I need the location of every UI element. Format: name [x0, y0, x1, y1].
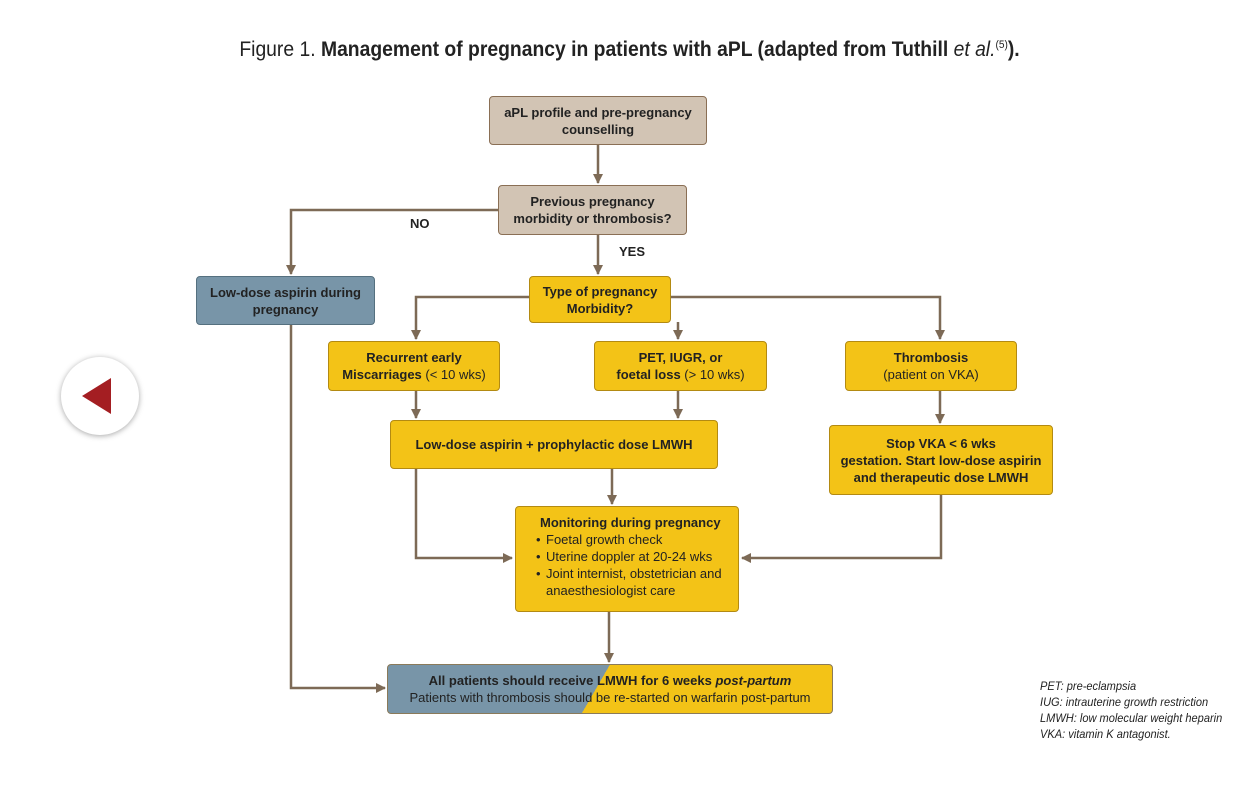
back-button[interactable] — [61, 357, 139, 435]
legend-item: PET: pre-eclampsia — [1040, 679, 1137, 693]
node-stop-vka-line1: Stop VKA < 6 wks — [886, 435, 996, 451]
legend-item: IUG: intrauterine growth restriction — [1040, 695, 1209, 709]
figure-title-etal: et al. — [953, 38, 996, 61]
node-previous-line2: morbidity or thrombosis? — [513, 211, 672, 226]
node-all-patients-postpartum: All patients should receive LMWH for 6 w… — [387, 664, 833, 714]
node-previous-morbidity: Previous pregnancy morbidity or thrombos… — [498, 185, 687, 235]
figure-title-ref: (5) — [995, 39, 1008, 51]
figure-title-main: Management of pregnancy in patients with… — [320, 38, 954, 61]
node-aspirin-lmwh-text: Low-dose aspirin + prophylactic dose LMW… — [415, 437, 693, 452]
figure-title-suffix: ). — [1007, 38, 1020, 61]
monitoring-item-continuation: anaesthesiologist care — [546, 583, 676, 598]
monitoring-list: Foetal growth check Uterine doppler at 2… — [536, 531, 722, 582]
node-stop-vka: Stop VKA < 6 wks gestation. Start low-do… — [829, 425, 1053, 495]
node-monitoring: Monitoring during pregnancy Foetal growt… — [515, 506, 739, 612]
node-stop-vka-line2: gestation. Start low-dose aspirin — [840, 452, 1042, 468]
connector-type-thrombosis — [670, 295, 945, 340]
node-thrombosis: Thrombosis (patient on VKA) — [845, 341, 1017, 391]
node-pet-line2-rest: (> 10 wks) — [680, 367, 745, 382]
node-recurrent-line1: Recurrent early — [366, 350, 462, 365]
node-thrombosis-line1: Thrombosis — [893, 350, 969, 365]
node-type-of-morbidity: Type of pregnancy Morbidity? — [529, 276, 671, 323]
connector-aspirin-monitoring-left — [414, 468, 513, 563]
node-apl-profile-line2: counselling — [561, 121, 635, 137]
legend-item: VKA: vitamin K antagonist. — [1040, 727, 1171, 741]
figure-title-prefix: Figure 1. — [239, 38, 321, 61]
connector-stopvka-monitoring — [741, 494, 943, 563]
legend-item: LMWH: low molecular weight heparin — [1040, 711, 1223, 725]
node-pet-line1: PET, IUGR, or — [638, 350, 723, 365]
connector-aspirinonly-all — [289, 324, 386, 693]
node-pet-line2: foetal loss (> 10 wks) — [616, 366, 744, 383]
node-pet-iugr: PET, IUGR, or foetal loss (> 10 wks) — [594, 341, 767, 391]
node-aspirin-only-line1: Low-dose aspirin during — [210, 284, 361, 300]
node-monitoring-heading: Monitoring during pregnancy — [540, 515, 721, 530]
node-recurrent-line2: Miscarriages (< 10 wks) — [342, 366, 485, 383]
node-all-patients-line2: Patients with thrombosis should be re-st… — [409, 690, 811, 705]
node-stop-vka-line3: and therapeutic dose LMWH — [853, 469, 1029, 485]
label-yes: YES — [619, 244, 646, 259]
node-aspirin-only-line2: pregnancy — [252, 301, 319, 317]
node-previous-line1: Previous pregnancy — [530, 194, 655, 209]
connector-type-recurrent — [411, 295, 530, 340]
node-apl-profile: aPL profile and pre-pregnancy counsellin… — [489, 96, 707, 145]
abbreviation-legend: PET: pre-eclampsia IUG: intrauterine gro… — [1040, 678, 1238, 742]
node-thrombosis-line2: (patient on VKA) — [883, 367, 979, 382]
node-recurrent-miscarriages: Recurrent early Miscarriages (< 10 wks) — [328, 341, 500, 391]
monitoring-item: Joint internist, obstetrician and — [536, 565, 722, 582]
monitoring-item: Foetal growth check — [536, 531, 722, 548]
node-pet-line2-bold: foetal loss — [616, 367, 681, 382]
figure-title: Figure 1. Management of pregnancy in pat… — [50, 38, 1208, 62]
node-low-dose-aspirin: Low-dose aspirin during pregnancy — [196, 276, 375, 325]
node-all-patients-line1-italic: post-partum — [715, 673, 792, 688]
node-all-patients-line1-bold: All patients should receive LMWH for 6 w… — [428, 673, 716, 688]
node-apl-profile-line1: aPL profile and pre-pregnancy — [504, 104, 692, 120]
node-recurrent-line2-bold: Miscarriages — [342, 367, 422, 382]
node-type-line1: Type of pregnancy — [542, 283, 658, 299]
node-type-line2: Morbidity? — [566, 300, 634, 316]
node-recurrent-line2-rest: (< 10 wks) — [421, 367, 486, 382]
label-no: NO — [410, 216, 430, 231]
node-all-patients-line1: All patients should receive LMWH for 6 w… — [429, 672, 792, 689]
monitoring-item: Uterine doppler at 20-24 wks — [536, 548, 722, 565]
connector-previous-no — [286, 208, 498, 275]
triangle-left-icon — [82, 378, 111, 414]
node-aspirin-prophylactic-lmwh: Low-dose aspirin + prophylactic dose LMW… — [390, 420, 718, 469]
